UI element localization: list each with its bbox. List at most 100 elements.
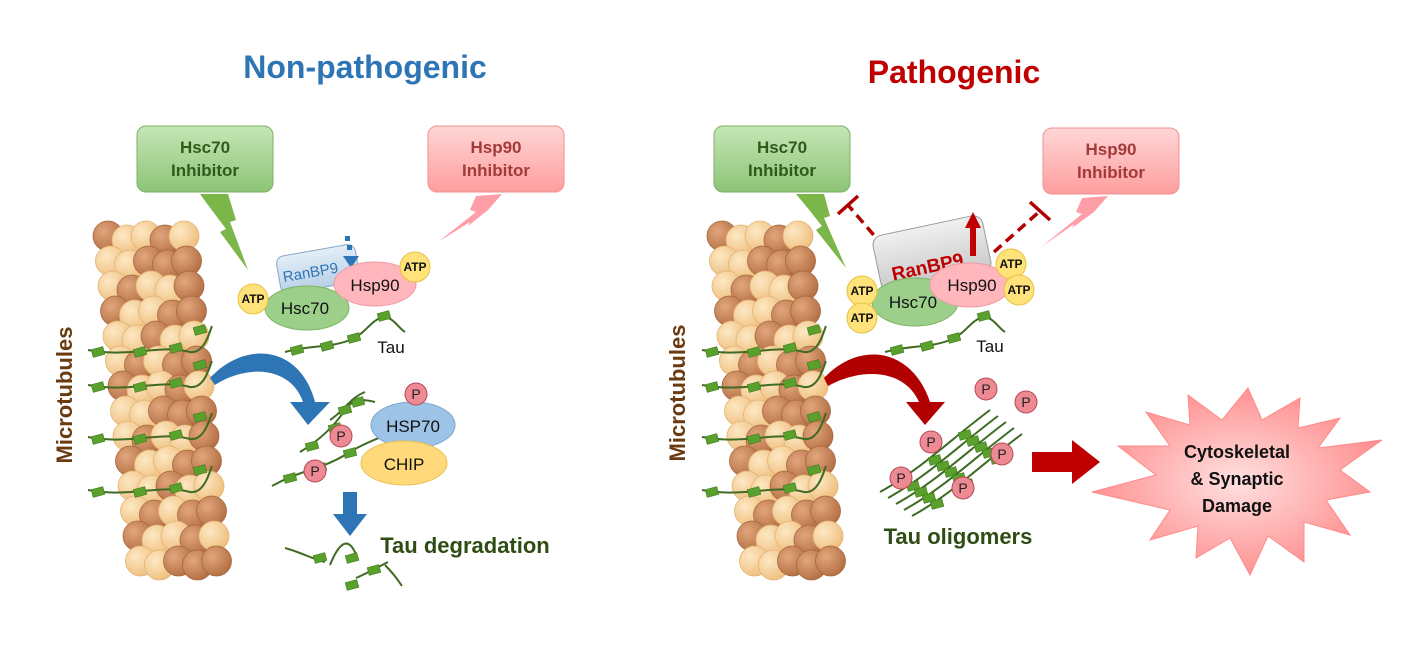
phospho-label: P	[958, 480, 967, 496]
phospho-marker	[889, 466, 913, 490]
right-hsp90-inhibitor-line1: Hsp90	[1085, 140, 1136, 159]
microtubule-tau-segment	[132, 433, 148, 445]
left-curved-arrow	[210, 353, 330, 425]
complex-tau-segment	[342, 447, 358, 459]
left-hsc70-inhibitor-box: Hsc70 Inhibitor	[136, 125, 274, 193]
right-hsc70-inhibitor-line1: Hsc70	[757, 138, 807, 157]
phospho-marker	[404, 382, 428, 406]
left-atp-1: ATP	[237, 283, 269, 315]
microtubule-tau-segment	[704, 486, 720, 498]
microtubule-tau-segment	[168, 429, 184, 441]
right-hsc70-lightning-icon	[796, 194, 846, 268]
phospho-marker	[951, 476, 975, 500]
microtubule-tau-segment	[90, 486, 106, 498]
right-outcome-label: Tau oligomers	[884, 524, 1033, 549]
phospho-label: P	[336, 428, 345, 444]
right-hsp90-label: Hsp90	[947, 276, 996, 295]
oligomer-tau-strand	[903, 427, 1015, 511]
left-hsc70-label: Hsc70	[281, 299, 329, 318]
chip-protein	[360, 440, 448, 486]
damage-starburst	[1091, 387, 1383, 577]
svg-text:ATP: ATP	[1007, 283, 1030, 297]
left-hsp90-inhibitor-line1: Hsp90	[470, 138, 521, 157]
microtubule-tau-segment	[168, 377, 184, 389]
microtubule-tau-segment	[746, 346, 762, 358]
left-tau-chain	[284, 310, 406, 356]
right-microtubule	[706, 220, 846, 581]
microtubule-tau-strand	[701, 465, 827, 494]
complex-tau-segment	[304, 440, 320, 452]
left-hsc70-inhibitor-line1: Hsc70	[180, 138, 230, 157]
phospho-label: P	[1021, 394, 1030, 410]
microtubule-tau-segment	[132, 346, 148, 358]
svg-text:ATP: ATP	[850, 311, 873, 325]
right-atp-4: ATP	[1003, 274, 1035, 306]
microtubule-tau-segment	[782, 429, 798, 441]
phospho-label: P	[411, 386, 420, 402]
chaperone-tau-segment	[976, 310, 992, 322]
left-hsp90-label: Hsp90	[350, 276, 399, 295]
microtubule-tau-segment	[704, 346, 720, 358]
left-hsc70-inhibitor-line2: Inhibitor	[171, 161, 239, 180]
degraded-tau-segment	[344, 579, 360, 591]
microtubule-tau-segment	[806, 359, 822, 371]
microtubule-tau-segment	[746, 433, 762, 445]
microtubule-tau-strand	[87, 360, 213, 389]
oligomer-tau-strand	[895, 421, 1007, 505]
chaperone-tau-segment	[376, 310, 392, 322]
left-tau-label: Tau	[377, 338, 404, 357]
microtubule-tau-strand	[87, 412, 213, 441]
phospho-label: P	[926, 434, 935, 450]
degraded-tau-segment	[366, 564, 382, 576]
right-hsc70-label: Hsc70	[889, 293, 937, 312]
chaperone-tau-segment	[319, 340, 335, 352]
microtubule-bead	[815, 545, 846, 577]
left-hsp90-inhibitor-line2: Inhibitor	[462, 161, 530, 180]
right-title: Pathogenic	[868, 54, 1040, 90]
left-microtubule	[92, 220, 232, 581]
phospho-label: P	[997, 446, 1006, 462]
left-ranbp9-down-arrow-icon	[343, 256, 359, 268]
complex-tau-segment	[337, 404, 353, 416]
hsp70-label: HSP70	[386, 417, 440, 436]
chaperone-tau-segment	[289, 344, 305, 356]
right-microtubule-tau-strands	[701, 324, 827, 498]
phospho-marker	[990, 442, 1014, 466]
svg-text:ATP: ATP	[999, 257, 1022, 271]
microtubule-tau-segment	[704, 433, 720, 445]
phospho-marker	[919, 430, 943, 454]
left-hsp90-protein	[333, 261, 417, 307]
oligomer-tau-strand	[887, 415, 999, 499]
right-atp-2: ATP	[846, 302, 878, 334]
microtubule-bead	[201, 545, 232, 577]
microtubule-tau-segment	[782, 342, 798, 354]
complex-tau-segment	[282, 472, 298, 484]
phospho-marker	[303, 459, 327, 483]
chaperone-tau-segment	[919, 340, 935, 352]
complex-tau-strand	[329, 391, 366, 421]
microtubule-tau-strand	[701, 360, 827, 389]
microtubule-tau-segment	[782, 482, 798, 494]
svg-text:ATP: ATP	[403, 260, 426, 274]
svg-text:ATP: ATP	[241, 292, 264, 306]
right-hsp90-lightning-icon	[1040, 196, 1108, 248]
left-phospho-group: PPP	[303, 382, 428, 483]
left-outcome-label: Tau degradation	[380, 533, 550, 558]
right-hsp90-inhibitor-line2: Inhibitor	[1077, 163, 1145, 182]
chaperone-tau-segment	[889, 344, 905, 356]
left-atp-2: ATP	[399, 251, 431, 283]
left-hsc70-lightning-icon	[200, 194, 248, 270]
right-hsc70-inhibitor-box: Hsc70 Inhibitor	[713, 125, 851, 193]
left-microtubule-tau-strands	[87, 324, 213, 498]
right-curved-arrow	[824, 354, 945, 425]
microtubule-tau-segment	[192, 411, 208, 423]
microtubule-tau-segment	[806, 464, 822, 476]
damage-line1: Cytoskeletal	[1184, 442, 1290, 462]
chaperone-tau-strand	[284, 316, 406, 353]
degraded-tau-strand	[384, 564, 403, 587]
oligomer-tau-segment	[929, 498, 945, 510]
right-microtubules-label: Microtubules	[665, 325, 690, 462]
right-atp-1: ATP	[846, 275, 878, 307]
left-down-arrow-icon	[333, 492, 367, 536]
